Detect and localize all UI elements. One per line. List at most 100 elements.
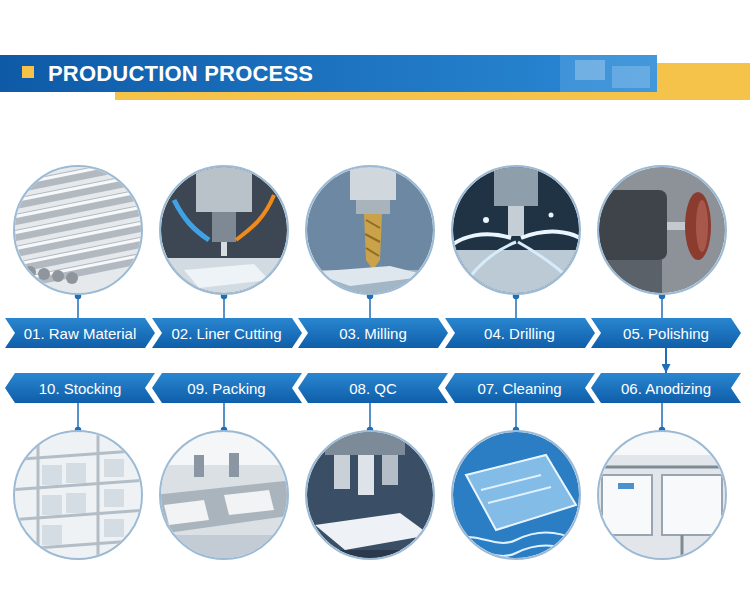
stocking-photo-part-part-part bbox=[8, 540, 148, 550]
step-arrow-fill bbox=[5, 318, 155, 348]
milling-photo-part-part bbox=[310, 266, 430, 286]
leader-lines-part bbox=[77, 403, 79, 430]
leader-lines-part bbox=[515, 403, 517, 430]
drilling-photo-part-part bbox=[521, 232, 586, 242]
cutting-photo-part bbox=[154, 160, 294, 303]
step-label: 04. Drilling bbox=[484, 325, 555, 342]
cutting-photo-part-part bbox=[221, 242, 227, 256]
milling-photo-part-part bbox=[300, 160, 440, 300]
packing-photo-part-part bbox=[154, 535, 294, 570]
packing-photo-part-part bbox=[154, 480, 294, 535]
polishing-photo-part bbox=[592, 160, 732, 300]
step-arrow-fill bbox=[298, 373, 448, 403]
raw-material-photo-part bbox=[3, 157, 153, 300]
drilling-photo-part-part bbox=[461, 242, 516, 290]
cleaning-photo-part-part bbox=[466, 455, 576, 530]
stocking-photo-part-part-part bbox=[66, 463, 86, 483]
anodizing-photo-part-part-part bbox=[681, 535, 684, 565]
stocking-photo-part-part-part bbox=[104, 489, 124, 507]
qc-photo-part-part bbox=[300, 425, 440, 565]
packing-photo-part-part bbox=[229, 453, 239, 477]
stocking-photo-part bbox=[14, 431, 142, 559]
milling-photo-part bbox=[300, 160, 440, 305]
stocking-photo-part-part bbox=[8, 425, 148, 565]
stocking-photo-part-part bbox=[8, 425, 148, 565]
cutting-photo-part-part bbox=[154, 160, 294, 300]
anodizing-photo-part-part bbox=[592, 425, 732, 455]
anodizing-photo-part-part bbox=[602, 475, 652, 535]
polishing-photo-part-part bbox=[696, 200, 708, 252]
stocking-photo-part-part-part bbox=[104, 519, 124, 537]
process-step: 01. Raw Material bbox=[5, 318, 155, 348]
header-band bbox=[0, 55, 750, 100]
raw-material-photo-part-part-part bbox=[3, 237, 153, 267]
bar-texture bbox=[612, 66, 650, 88]
packing-photo-part bbox=[154, 425, 294, 570]
milling-photo-part bbox=[306, 166, 434, 294]
polishing-photo-part-part bbox=[592, 190, 667, 260]
drilling-photo-part-part bbox=[518, 242, 576, 285]
milling-photo-part-part bbox=[365, 220, 380, 256]
drilling-photo-part bbox=[452, 166, 580, 294]
cutting-photo-part-part bbox=[196, 160, 252, 212]
stocking-photo bbox=[8, 425, 148, 565]
qc-photo-part bbox=[300, 425, 440, 570]
process-step: 04. Drilling bbox=[445, 318, 595, 348]
drilling-photo-part-part bbox=[483, 217, 489, 223]
page-title: PRODUCTION PROCESS bbox=[48, 55, 313, 92]
qc-photo-part bbox=[306, 431, 434, 559]
leader-lines bbox=[76, 294, 665, 433]
process-step: 02. Liner Cutting bbox=[152, 318, 302, 348]
step-arrow-fill bbox=[591, 373, 741, 403]
step-label: 01. Raw Material bbox=[24, 325, 137, 342]
anodizing-photo-part bbox=[598, 431, 726, 559]
raw-material-photo-part-part-part bbox=[3, 157, 153, 187]
cleaning-photo bbox=[446, 425, 586, 565]
qc-photo bbox=[300, 425, 440, 570]
step-arrow-fill bbox=[591, 318, 741, 348]
step-label: 08. QC bbox=[349, 380, 397, 397]
milling-photo-part-part bbox=[356, 200, 390, 214]
anodizing-photo-part-part-part bbox=[592, 466, 732, 469]
process-step: 07. Cleaning bbox=[445, 373, 595, 403]
anodizing-photo-part-part bbox=[618, 483, 634, 489]
step-label: 09. Packing bbox=[187, 380, 265, 397]
drilling-photo bbox=[446, 160, 586, 305]
process-step: 10. Stocking bbox=[5, 373, 155, 403]
raw-material-photo-part-part bbox=[38, 268, 50, 280]
milling-photo bbox=[300, 160, 440, 305]
step-arrow-fill bbox=[445, 318, 595, 348]
step-arrow-fill bbox=[152, 373, 302, 403]
step-label: 07. Cleaning bbox=[477, 380, 561, 397]
process-step: 05. Polishing bbox=[591, 318, 741, 348]
drilling-photo-part-part bbox=[508, 206, 524, 236]
step-label: 10. Stocking bbox=[39, 380, 122, 397]
drilling-photo-part bbox=[446, 160, 586, 305]
anodizing-photo-part-part bbox=[592, 467, 732, 565]
stocking-photo-part-part-part bbox=[42, 495, 62, 515]
blue-bar bbox=[0, 55, 657, 92]
drilling-photo-part-part bbox=[446, 250, 586, 305]
cleaning-photo-part-part-part bbox=[456, 533, 576, 543]
polishing-photo bbox=[592, 160, 732, 300]
bar-texture bbox=[575, 60, 605, 80]
raw-material-photo-part-part bbox=[52, 270, 64, 282]
process-step: 09. Packing bbox=[152, 373, 302, 403]
process-step: 08. QC bbox=[298, 373, 448, 403]
packing-photo-part bbox=[160, 431, 288, 559]
cutting-photo-part-part bbox=[174, 200, 209, 240]
raw-material-photo-part-part-part bbox=[3, 221, 153, 251]
milling-photo-part-part bbox=[364, 214, 382, 270]
cleaning-photo-part-part bbox=[466, 455, 576, 530]
polishing-photo-part-part bbox=[685, 192, 711, 260]
cleaning-photo-part bbox=[446, 425, 586, 565]
stocking-photo-part-part-part bbox=[66, 493, 86, 513]
step-label: 03. Milling bbox=[339, 325, 407, 342]
anodizing-photo bbox=[592, 425, 732, 565]
cutting-photo-part-part bbox=[212, 212, 236, 242]
raw-material-photo-part-part-part bbox=[3, 173, 153, 203]
anodizing-photo-part bbox=[592, 425, 732, 565]
